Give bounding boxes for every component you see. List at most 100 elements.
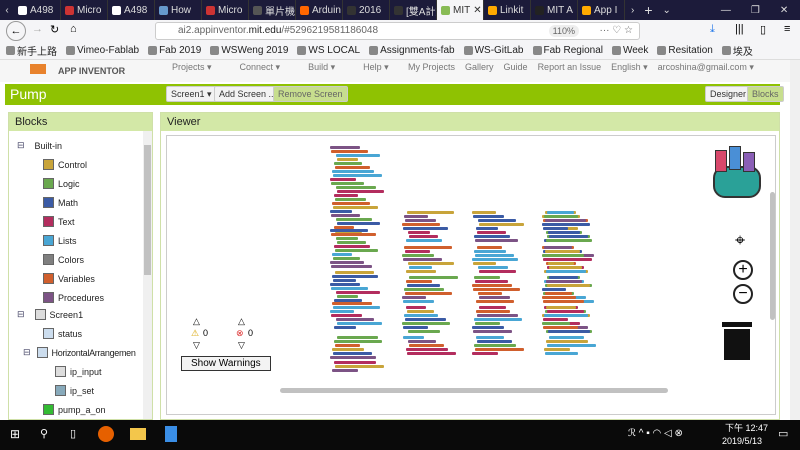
code-block[interactable]: [544, 246, 572, 249]
header-link[interactable]: English ▾: [611, 62, 648, 72]
code-block[interactable]: [545, 352, 578, 355]
code-block[interactable]: [476, 300, 514, 303]
code-block[interactable]: [333, 352, 372, 355]
tree-builtin[interactable]: ⊟Built-in: [17, 140, 62, 151]
code-block[interactable]: [472, 258, 518, 261]
show-warnings-button[interactable]: Show Warnings: [181, 356, 271, 371]
builtin-colors[interactable]: Colors: [43, 254, 84, 265]
code-block[interactable]: [336, 186, 376, 189]
blocks-scrollbar[interactable]: [143, 131, 152, 419]
bookmark-item[interactable]: Fab Regional: [532, 45, 603, 56]
forward-button[interactable]: →: [32, 23, 43, 35]
sidebar-icon[interactable]: ▯: [760, 24, 767, 36]
url-bar[interactable]: ai2.appinventor.mit.edu/#529621958118604…: [155, 22, 640, 40]
collapse-toggle-icon[interactable]: ⊟: [17, 309, 25, 319]
app-icon[interactable]: [165, 426, 177, 442]
code-block[interactable]: [546, 340, 588, 343]
builtin-procedures[interactable]: Procedures: [43, 292, 104, 303]
code-block[interactable]: [334, 162, 362, 165]
warning-prev-arrow-icon[interactable]: △: [193, 316, 200, 326]
recenter-icon[interactable]: ⌖: [735, 230, 746, 250]
code-block[interactable]: [547, 344, 596, 347]
code-block[interactable]: [543, 227, 568, 230]
code-block[interactable]: [409, 266, 432, 269]
component-status[interactable]: status: [43, 328, 82, 339]
code-block[interactable]: [542, 322, 570, 325]
code-block[interactable]: [404, 215, 428, 218]
code-block[interactable]: [406, 348, 448, 351]
code-block[interactable]: [409, 235, 438, 238]
builtin-math[interactable]: Math: [43, 197, 78, 208]
code-block[interactable]: [333, 257, 360, 260]
code-block[interactable]: [542, 254, 584, 257]
code-block[interactable]: [475, 280, 508, 283]
code-block[interactable]: [474, 344, 516, 347]
browser-tab[interactable]: Arduin: [296, 0, 343, 20]
search-icon[interactable]: ⚲: [40, 428, 49, 440]
download-icon[interactable]: ⤓: [710, 23, 715, 35]
code-block[interactable]: [543, 258, 592, 261]
code-block[interactable]: [407, 310, 434, 313]
zoom-in-icon[interactable]: +: [733, 260, 753, 280]
code-block[interactable]: [475, 254, 514, 257]
code-block[interactable]: [332, 275, 378, 278]
code-block[interactable]: [405, 292, 452, 295]
restore-button[interactable]: ❐: [750, 4, 760, 16]
code-block[interactable]: [544, 215, 578, 218]
code-block[interactable]: [335, 344, 360, 347]
component-ip_input[interactable]: ip_input: [55, 366, 102, 377]
new-tab-button[interactable]: +: [644, 2, 653, 18]
code-block[interactable]: [402, 296, 426, 299]
code-block[interactable]: [548, 330, 590, 333]
code-block[interactable]: [475, 348, 524, 351]
header-link[interactable]: Report an Issue: [537, 62, 602, 72]
code-block[interactable]: [408, 340, 436, 343]
code-block[interactable]: [403, 258, 442, 261]
code-block[interactable]: [335, 166, 370, 169]
code-block[interactable]: [333, 306, 380, 309]
header-link[interactable]: Guide: [503, 62, 528, 72]
reload-button[interactable]: ↻: [50, 24, 60, 36]
code-block[interactable]: [479, 306, 506, 309]
clock-time[interactable]: 下午 12:47: [725, 423, 769, 433]
task-view-icon[interactable]: ▯: [70, 428, 77, 440]
bookmark-item[interactable]: Assignments-fab: [369, 45, 455, 56]
code-block[interactable]: [334, 361, 376, 364]
code-block[interactable]: [330, 310, 354, 313]
code-block[interactable]: [402, 322, 450, 325]
browser-tab[interactable]: A498: [108, 0, 155, 20]
code-block[interactable]: [547, 211, 574, 214]
code-block[interactable]: [545, 250, 580, 253]
remove-screen-button[interactable]: Remove Screen: [273, 86, 348, 102]
code-block[interactable]: [479, 296, 510, 299]
code-block[interactable]: [479, 270, 516, 273]
code-block[interactable]: [404, 314, 438, 317]
code-block[interactable]: [332, 170, 374, 173]
minimize-button[interactable]: —: [720, 4, 731, 16]
code-block[interactable]: [331, 233, 376, 236]
code-block[interactable]: [337, 336, 378, 339]
code-block[interactable]: [333, 206, 378, 209]
code-block[interactable]: [407, 211, 454, 214]
builtin-text[interactable]: Text: [43, 216, 75, 227]
code-block[interactable]: [336, 218, 372, 221]
code-block[interactable]: [333, 279, 356, 282]
code-block[interactable]: [547, 284, 590, 287]
collapse-toggle-icon[interactable]: ⊟: [23, 347, 31, 357]
code-block[interactable]: [477, 340, 512, 343]
code-block[interactable]: [330, 229, 368, 232]
code-block[interactable]: [543, 326, 578, 329]
browser-tab[interactable]: Linkit: [484, 0, 531, 20]
code-block[interactable]: [330, 261, 364, 264]
code-block[interactable]: [331, 287, 368, 290]
code-block[interactable]: [474, 235, 510, 238]
code-block[interactable]: [542, 223, 590, 226]
bookmark-item[interactable]: 新手上路: [6, 43, 57, 58]
browser-tab[interactable]: A498: [14, 0, 61, 20]
code-block[interactable]: [406, 270, 436, 273]
code-block[interactable]: [549, 336, 584, 339]
tray-icons[interactable]: ℛ ^ ▪ ◠ ◁ ⊗: [628, 428, 683, 439]
code-block[interactable]: [477, 314, 518, 317]
component-ip_set[interactable]: ip_set: [55, 385, 94, 396]
code-block[interactable]: [406, 280, 432, 283]
